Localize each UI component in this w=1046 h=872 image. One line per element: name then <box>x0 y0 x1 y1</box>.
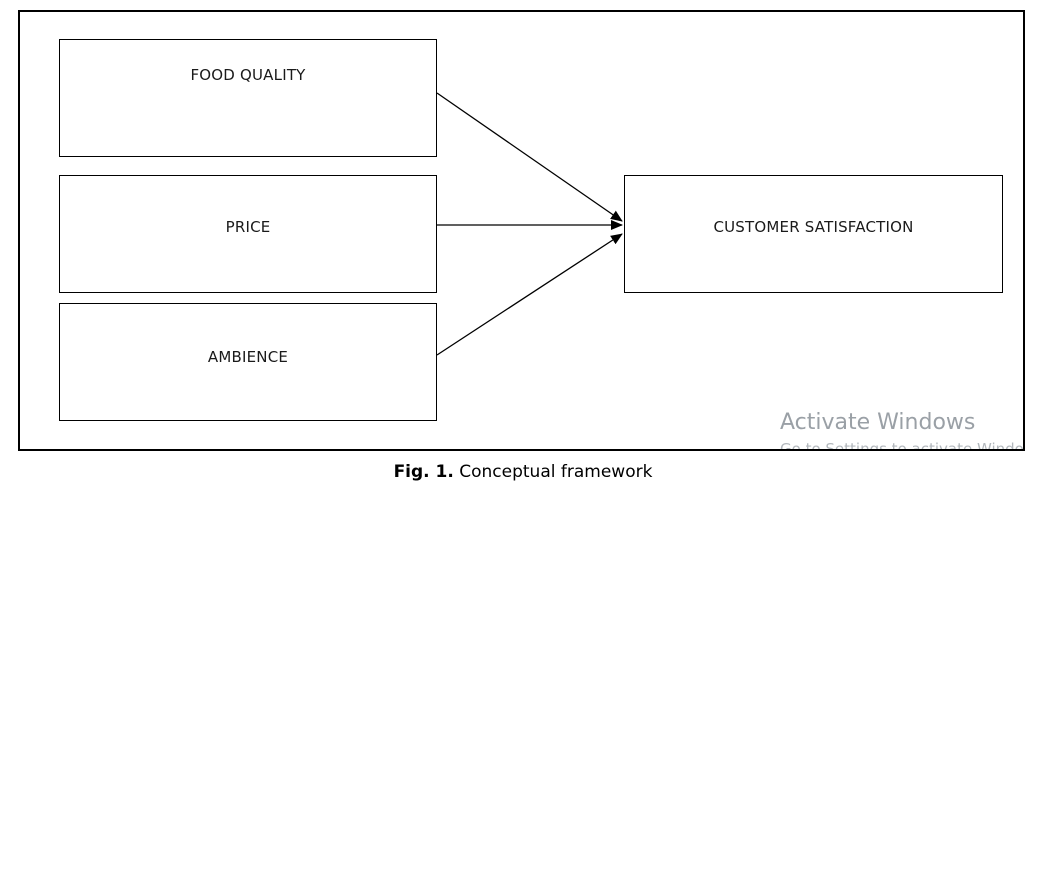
customer-satisfaction-label: CUSTOMER SATISFACTION <box>713 218 914 236</box>
caption-label: Fig. 1. <box>393 462 454 482</box>
caption-text: Conceptual framework <box>453 462 653 482</box>
price-label: PRICE <box>225 218 271 236</box>
arrow-ambience-to-satisfaction <box>436 233 623 356</box>
figure-caption: Fig. 1. Conceptual framework <box>0 462 1046 482</box>
ambience-label: AMBIENCE <box>207 348 289 366</box>
activate-windows-subtext: Go to Settings to activate Windows. <box>780 440 1025 451</box>
arrow-food-to-satisfaction <box>436 92 623 222</box>
food-quality-box: FOOD QUALITY <box>59 39 437 157</box>
diagram-frame: FOOD QUALITY PRICE AMBIENCE CUSTOMER SAT… <box>18 10 1025 451</box>
activate-windows-watermark: Activate Windows <box>780 410 976 435</box>
ambience-box: AMBIENCE <box>59 303 437 421</box>
price-box: PRICE <box>59 175 437 293</box>
food-quality-label: FOOD QUALITY <box>190 66 306 84</box>
customer-satisfaction-box: CUSTOMER SATISFACTION <box>624 175 1003 293</box>
